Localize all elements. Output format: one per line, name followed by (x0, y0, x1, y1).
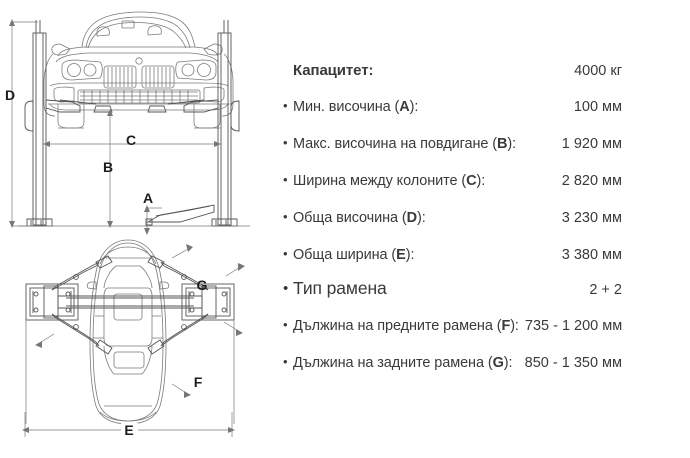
dim-letter-A: A (143, 190, 153, 206)
specification-list: • Капацитет: 4000 кг • Мин. височина (A): 100… (283, 0, 690, 458)
spec-label-text: Капацитет: (293, 62, 374, 79)
spec-row: •Тип рамена 2 + 2 (283, 278, 622, 299)
spec-label: Обща ширина (E): (293, 247, 414, 263)
bullet-icon: • (283, 317, 288, 332)
spec-value: 850 - 1 350 мм (524, 355, 622, 371)
spec-label-suffix: ): (409, 99, 419, 115)
arm-length-arrows (35, 244, 245, 398)
spec-value: 4000 кг (574, 63, 622, 79)
spec-label-dimension-letter: C (466, 173, 477, 189)
spec-row: • Дължина на предните рамена (F): 735 - 1 … (283, 318, 622, 334)
lift-dimension-diagram: D C B A (0, 0, 270, 458)
spec-label: Обща височина (D): (293, 210, 426, 226)
spec-label-suffix: ): (503, 355, 513, 371)
spec-label-text: Тип рамена (293, 278, 387, 298)
spec-label: Дължина на предните рамена (F): (293, 318, 519, 334)
spec-label: Тип рамена (293, 278, 387, 299)
spec-row: • Ширина между колоните (C): 2 820 мм (283, 173, 622, 189)
spec-row: • Обща ширина (E): 3 380 мм (283, 247, 622, 263)
bullet-icon: • (283, 172, 288, 187)
spec-row: • Мин. височина (A): 100 мм (283, 99, 622, 115)
spec-label-dimension-letter: D (406, 210, 418, 226)
spec-label: Капацитет: (293, 62, 373, 79)
spec-label: Ширина между колоните (C): (293, 173, 485, 189)
spec-label-suffix: ): (507, 136, 517, 152)
car-front-illustration (43, 11, 234, 129)
diagram-svg: D C B A (5, 11, 250, 438)
dim-letter-F: F (194, 374, 203, 390)
spec-label-dimension-letter: G (492, 355, 504, 371)
spec-label-text: Дължина на задните рамена ( (293, 355, 493, 371)
spec-label: Дължина на задните рамена (G): (293, 355, 513, 371)
bullet-icon: • (283, 354, 288, 369)
bullet-icon: • (283, 209, 288, 224)
spec-row: • Дължина на задните рамена (G): 850 - 1 3… (283, 355, 622, 371)
bullet-icon: • (283, 246, 288, 261)
spec-label-dimension-letter: B (497, 136, 508, 152)
spec-row: • Макс. височина на повдигане (B): 1 920 м… (283, 136, 622, 152)
spec-value: 100 мм (573, 99, 622, 115)
spec-label-text: Обща височина ( (293, 210, 407, 226)
spec-label-text: Дължина на предните рамена ( (293, 318, 502, 334)
spec-value: 3 230 мм (561, 210, 622, 226)
spec-value: 2 820 мм (561, 173, 622, 189)
bullet-icon: • (283, 98, 288, 113)
spec-row: • Обща височина (D): 3 230 мм (283, 210, 622, 226)
bullet-icon: • (283, 135, 288, 150)
spec-label: Мин. височина (A): (293, 99, 418, 115)
spec-label-text: Обща ширина ( (293, 247, 397, 263)
dim-letter-B: B (103, 159, 113, 175)
dim-letter-G: G (197, 277, 208, 293)
spec-label-dimension-letter: F (501, 318, 511, 334)
spec-label-suffix: ): (510, 318, 519, 334)
spec-label-suffix: ): (417, 210, 426, 226)
spec-label-suffix: ): (405, 247, 415, 263)
spec-value: 3 380 мм (561, 247, 622, 263)
top-plan-view: G F E E (22, 239, 245, 438)
dim-letter-D: D (5, 87, 15, 103)
spec-label-text: Мин. височина ( (293, 99, 400, 115)
spec-value: 735 - 1 200 мм (524, 318, 623, 334)
spec-label: Макс. височина на повдигане (B): (293, 136, 516, 152)
dim-letter-E-label: E (124, 422, 133, 438)
spec-row: •Капацитет:4000 кг (283, 62, 622, 79)
dim-letter-C: C (126, 132, 136, 148)
lift-arms-plan (25, 255, 235, 355)
spec-label-suffix: ): (476, 173, 486, 189)
spec-label-text: Макс. височина на повдигане ( (293, 136, 498, 152)
spec-value: 2 + 2 (589, 282, 622, 298)
front-view-dimension-lines (9, 19, 250, 235)
front-elevation-view: D C B A (5, 11, 250, 235)
spec-value: 1 920 мм (561, 136, 622, 152)
spec-label-dimension-letter: E (396, 247, 406, 263)
bullet-icon: • (283, 280, 289, 297)
spec-label-text: Ширина между колоните ( (293, 173, 467, 189)
lift-columns-front (24, 20, 240, 227)
spec-label-dimension-letter: A (399, 99, 410, 115)
